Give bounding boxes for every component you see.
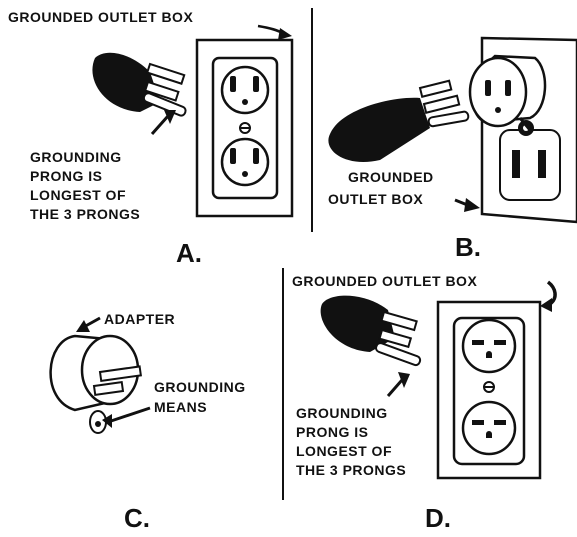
panel-a-prong-arrow xyxy=(150,115,170,135)
panel-a-note-line-1: GROUNDING xyxy=(30,149,122,165)
panel-a-note-line-3: LONGEST OF xyxy=(30,187,126,203)
panel-d-prong-arrow xyxy=(386,379,404,397)
panel-c-note-line-1: GROUNDING xyxy=(154,379,246,395)
panel-b-arrowhead xyxy=(464,198,480,212)
panel-c-adapter xyxy=(49,334,142,434)
panel-d-prong-arrowhead xyxy=(398,372,410,388)
panel-c-adapter-label: ADAPTER xyxy=(104,311,176,327)
panel-a-prong-arrowhead xyxy=(164,110,176,124)
panel-b-letter: B. xyxy=(455,232,481,262)
panel-d-box-arrowhead xyxy=(540,298,552,312)
panel-d-plug xyxy=(320,295,422,367)
panel-d-note-line-1: GROUNDING xyxy=(296,405,388,421)
panel-c-ground-arrowhead xyxy=(102,414,112,428)
panel-c-note-line-2: MEANS xyxy=(154,399,208,415)
panel-d-note-line-3: LONGEST OF xyxy=(296,443,392,459)
panel-a-note-line-4: THE 3 PRONGS xyxy=(30,206,141,222)
panel-b-title-line-1: GROUNDED xyxy=(348,169,434,185)
panel-a-note-line-2: PRONG IS xyxy=(30,168,103,184)
panel-a-box-arrowhead xyxy=(278,28,292,40)
panel-d-outlet xyxy=(436,300,542,480)
panel-a-letter: A. xyxy=(176,238,202,268)
panel-a-plug xyxy=(92,52,187,117)
panel-b-title-line-2: OUTLET BOX xyxy=(328,191,424,207)
panel-c-ground-arrow xyxy=(107,406,151,424)
panel-d-note-line-4: THE 3 PRONGS xyxy=(296,462,407,478)
panel-a-title: GROUNDED OUTLET BOX xyxy=(8,9,194,25)
panel-c-letter: C. xyxy=(124,503,150,533)
panel-d-title: GROUNDED OUTLET BOX xyxy=(292,273,478,289)
panel-c-adapter-arrowhead xyxy=(76,320,90,332)
panel-b-adapter xyxy=(468,54,547,131)
panel-b-plug xyxy=(328,79,470,162)
panel-d-letter: D. xyxy=(425,503,451,533)
panel-d-note-line-2: PRONG IS xyxy=(296,424,369,440)
panel-a-outlet xyxy=(195,38,294,218)
